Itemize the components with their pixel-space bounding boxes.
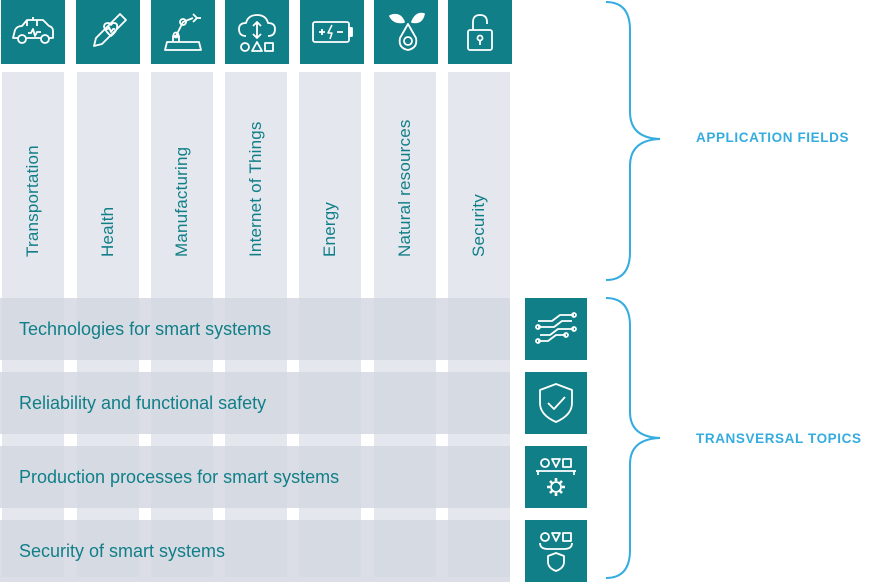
topic-label: Technologies for smart systems [19, 318, 272, 339]
field-label-transportation: Transportation [23, 145, 42, 257]
field-label-energy: Energy [320, 201, 339, 257]
field-label-security: Security [469, 193, 488, 257]
topic-label: Security of smart systems [19, 540, 226, 561]
transversal-topics-brace [605, 297, 661, 579]
tile-manufacturing [151, 0, 215, 64]
tile-natural-resources [374, 0, 438, 64]
field-label-manufacturing: Manufacturing [172, 146, 191, 257]
topic-row-security: Security of smart systems [0, 520, 510, 582]
topic-label: Production processes for smart systems [19, 466, 340, 487]
field-label-natural-resources: Natural resources [395, 119, 414, 257]
tile-reliability [525, 372, 587, 434]
tile-production [525, 446, 587, 508]
topic-row-production: Production processes for smart systems [0, 446, 510, 508]
field-label-iot: Internet of Things [246, 121, 265, 257]
tile-security-topic [525, 520, 587, 582]
tile-security [448, 0, 512, 64]
topic-row-technologies: Technologies for smart systems [0, 298, 510, 360]
tile-technologies [525, 298, 587, 360]
topic-row-reliability: Reliability and functional safety [0, 372, 510, 434]
circuit-icon [535, 312, 577, 344]
robot-arm-icon [164, 13, 202, 51]
application-fields-brace [605, 1, 661, 281]
tile-transportation [1, 0, 65, 64]
tile-health [76, 0, 140, 64]
battery-icon [312, 21, 353, 43]
topic-label: Reliability and functional safety [19, 392, 267, 413]
leaf-drop-icon [389, 12, 425, 51]
cloud-shapes-icon [238, 14, 276, 52]
transversal-topics-label: TRANSVERSAL TOPICS [696, 431, 862, 446]
field-label-health: Health [98, 206, 117, 257]
shield-check-icon [539, 383, 573, 423]
unlocked-padlock-icon [467, 14, 493, 51]
shapes-shield-icon [539, 532, 573, 572]
tile-iot [225, 0, 289, 64]
application-fields-label: APPLICATION FIELDS [696, 130, 850, 145]
car-icon [12, 17, 54, 44]
heart-pen-icon [93, 13, 127, 47]
tile-energy [300, 0, 364, 64]
shapes-gear-icon [536, 458, 576, 496]
